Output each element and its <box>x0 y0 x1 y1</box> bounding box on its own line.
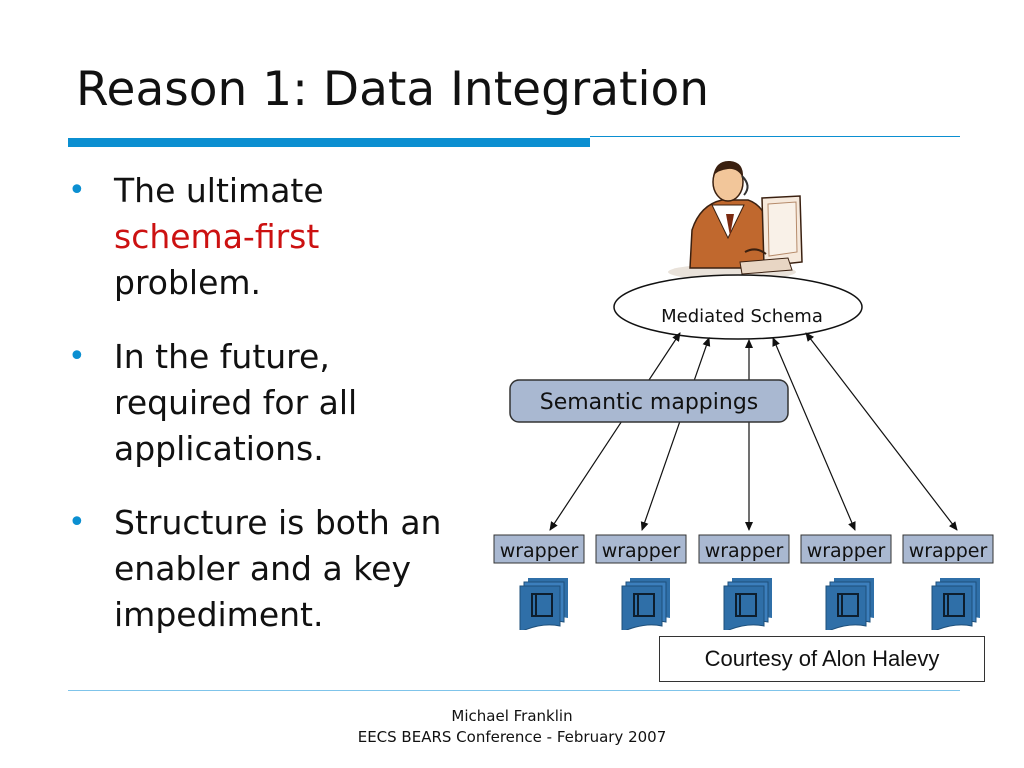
bullet-marker-icon: • <box>68 173 86 208</box>
data-source-icon <box>621 578 670 630</box>
bullet-text: The ultimate <box>114 171 324 210</box>
semantic-mappings-box <box>509 379 789 423</box>
bullet-text: Structure is both an enabler and a key i… <box>114 503 442 634</box>
data-source-icon <box>519 578 568 630</box>
data-source-icon <box>723 578 772 630</box>
footer-conference: EECS BEARS Conference - February 2007 <box>357 728 667 746</box>
bullet-list: • The ultimate schema-first problem. • I… <box>60 168 460 666</box>
bullet-marker-icon: • <box>68 505 86 540</box>
wrapper-row: wrapper wrapper wrapper wrapper wrapper <box>493 534 994 564</box>
bullet-item: • Structure is both an enabler and a key… <box>60 500 454 638</box>
courtesy-label: Courtesy of Alon Halevy <box>704 646 940 671</box>
data-source-icon <box>825 578 874 630</box>
mediated-schema-node <box>613 274 863 340</box>
wrapper-box <box>595 534 687 564</box>
data-integration-diagram: Mediated Schema Semantic mappings wrappe… <box>493 160 994 630</box>
wrapper-label: wrapper <box>807 540 886 562</box>
title-underline-thin <box>590 136 960 137</box>
footer-divider <box>68 690 960 691</box>
bullet-text: In the future, required for all applicat… <box>114 337 358 468</box>
wrapper-box <box>902 534 994 564</box>
title-underline-thick <box>68 138 590 147</box>
slide-footer: Michael Franklin EECS BEARS Conference -… <box>0 706 1024 748</box>
mapping-arrows <box>549 332 958 531</box>
bullet-text: problem. <box>114 263 262 302</box>
wrapper-label: wrapper <box>500 540 579 562</box>
bullet-marker-icon: • <box>68 339 86 374</box>
wrapper-label: wrapper <box>909 540 988 562</box>
data-source-icon <box>931 578 980 630</box>
wrapper-box <box>493 534 585 564</box>
bullet-highlight: schema-first <box>114 217 320 256</box>
bullet-item: • In the future, required for all applic… <box>60 334 414 472</box>
mediated-schema-label: Mediated Schema <box>661 306 823 327</box>
wrapper-label: wrapper <box>602 540 681 562</box>
data-source-icons <box>519 578 980 630</box>
wrapper-box <box>800 534 892 564</box>
slide-title: Reason 1: Data Integration <box>76 62 710 117</box>
courtesy-box: Courtesy of Alon Halevy <box>659 636 985 682</box>
wrapper-box <box>698 534 790 564</box>
wrapper-label: wrapper <box>705 540 784 562</box>
person-at-computer-icon <box>668 160 803 280</box>
footer-author: Michael Franklin <box>451 707 573 725</box>
semantic-mappings-label: Semantic mappings <box>540 390 759 415</box>
bullet-item: • The ultimate schema-first problem. <box>60 168 460 306</box>
